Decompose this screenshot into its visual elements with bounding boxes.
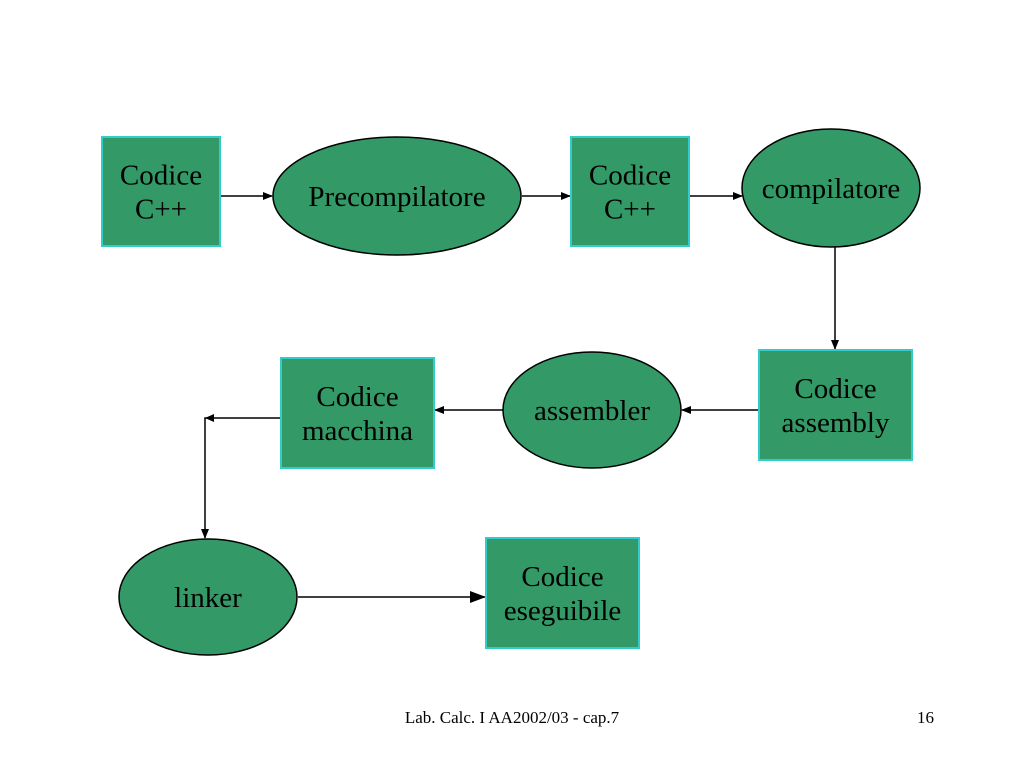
- node-label-codice-cpp-2-line-1: C++: [604, 194, 656, 226]
- ellipse-compilatore: [741, 128, 921, 248]
- node-label-codice-eseguibile-line-0: Codice: [521, 561, 603, 593]
- node-label-precompilatore-line-0: Precompilatore: [308, 181, 485, 213]
- node-assembler: assembler: [502, 351, 682, 469]
- ellipse-assembler: [502, 351, 682, 469]
- box-codice-assembly: [758, 349, 913, 461]
- node-label-codice-macchina-line-1: macchina: [302, 415, 413, 447]
- node-linker: linker: [118, 538, 298, 656]
- box-codice-macchina: [280, 357, 435, 469]
- node-label-codice-cpp-1-line-0: Codice: [120, 160, 202, 192]
- ellipse-precompilatore: [272, 136, 522, 256]
- connector-tick-icon: [205, 414, 214, 422]
- ellipse-linker: [118, 538, 298, 656]
- node-label-codice-eseguibile-line-1: eseguibile: [504, 595, 622, 627]
- node-compilatore: compilatore: [741, 128, 921, 248]
- box-codice-cpp-2: [570, 136, 690, 247]
- node-label-linker-line-0: linker: [174, 582, 242, 614]
- node-label-codice-assembly-line-1: assembly: [782, 407, 890, 439]
- footer-caption: Lab. Calc. I AA2002/03 - cap.7: [404, 708, 620, 727]
- nodes-layer: CodiceC++PrecompilatoreCodiceC++compilat…: [101, 128, 921, 656]
- arrow-codice-macchina-to-linker: [201, 417, 280, 539]
- node-label-codice-macchina-line-0: Codice: [316, 381, 398, 413]
- node-label-assembler-line-0: assembler: [534, 395, 650, 427]
- node-label-codice-assembly-line-0: Codice: [794, 373, 876, 405]
- box-codice-eseguibile: [485, 537, 640, 649]
- node-label-compilatore-line-0: compilatore: [762, 173, 901, 205]
- node-precompilatore: Precompilatore: [272, 136, 522, 256]
- node-label-codice-cpp-1-line-1: C++: [135, 194, 187, 226]
- edges-layer: [201, 192, 839, 603]
- node-label-codice-cpp-2-line-0: Codice: [589, 160, 671, 192]
- page-number: 16: [917, 708, 934, 727]
- box-codice-cpp-1: [101, 136, 221, 247]
